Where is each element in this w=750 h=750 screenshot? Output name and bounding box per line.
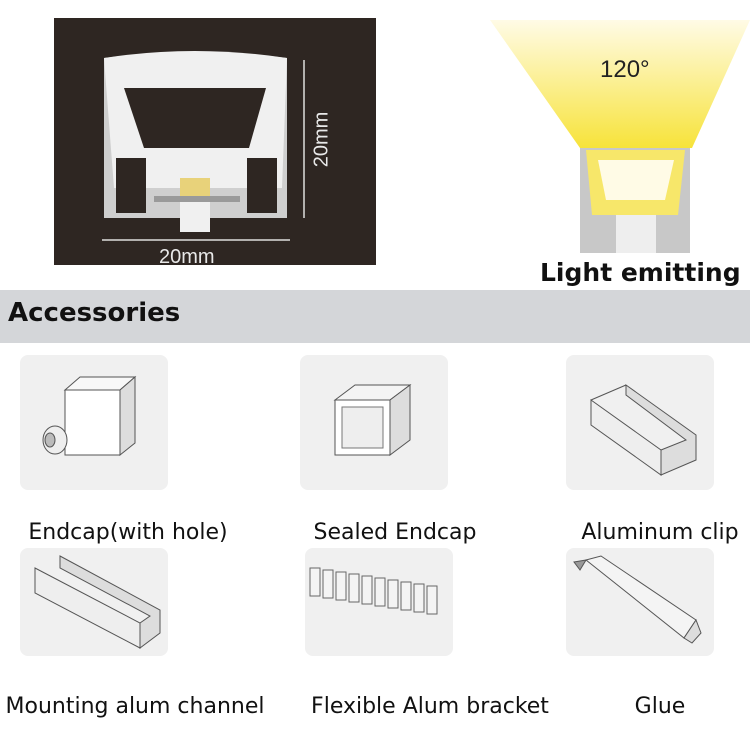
accessory-label-endcap-hole: Endcap(with hole) xyxy=(28,520,228,545)
profile-cross-section-icon xyxy=(102,51,305,241)
section-title: Accessories xyxy=(8,298,181,328)
accessory-label-sealed-endcap: Sealed Endcap xyxy=(313,520,477,545)
accessory-label-flexible-bracket: Flexible Alum bracket xyxy=(311,694,549,719)
accessory-label-aluminum-clip: Aluminum clip xyxy=(581,520,739,545)
sealed-endcap-icon xyxy=(333,384,412,456)
accessory-card-endcap-hole xyxy=(20,355,168,490)
light-beam-icon xyxy=(490,20,750,253)
accessory-card-aluminum-clip xyxy=(566,355,714,490)
aluminum-clip-icon xyxy=(590,384,697,476)
light-beam-diagram: 120° xyxy=(480,0,750,262)
glue-tube-icon xyxy=(573,555,702,644)
accessory-card-flexible-bracket xyxy=(305,548,453,656)
endcap-with-hole-icon xyxy=(42,375,137,457)
width-dimension: 20mm xyxy=(159,246,215,268)
cross-section-diagram: 20mm 20mm xyxy=(54,18,376,268)
accessory-label-alum-channel: Mounting alum channel xyxy=(5,694,265,719)
accessories-header: Accessories xyxy=(0,290,750,343)
accessory-label-glue: Glue xyxy=(634,694,686,719)
accessory-card-sealed-endcap xyxy=(300,355,448,490)
flexible-bracket-icon xyxy=(309,567,438,615)
accessory-card-glue xyxy=(566,548,714,656)
height-dimension: 20mm xyxy=(310,111,333,168)
accessory-card-alum-channel xyxy=(20,548,168,656)
light-emitting-caption: Light emitting xyxy=(540,258,741,287)
alum-channel-icon xyxy=(34,555,161,649)
beam-angle-label: 120° xyxy=(600,56,650,83)
